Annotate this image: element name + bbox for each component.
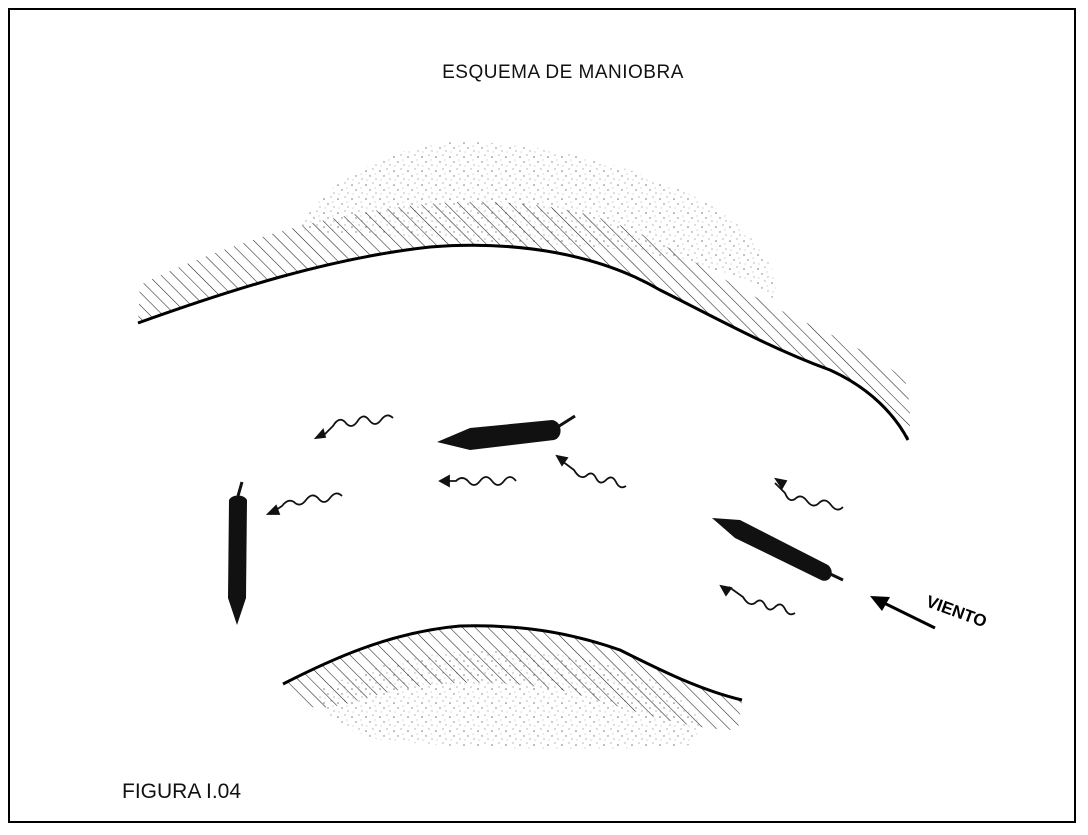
vessel-1 (437, 416, 575, 450)
upper-shore (138, 142, 910, 440)
wave-arrow-3 (557, 456, 626, 487)
lower-shore (283, 626, 742, 749)
wave-arrow-6 (721, 586, 795, 614)
figure-caption: FIGURA I.04 (122, 780, 241, 804)
vessel-3 (712, 518, 843, 581)
wave-arrow-1 (316, 415, 393, 438)
wind-label: VIENTO (924, 592, 990, 631)
upper-shore-hatching (138, 202, 910, 440)
wave-arrow-5 (775, 479, 843, 510)
wind-arrow (870, 596, 935, 628)
vessel-2 (228, 482, 247, 625)
wave-arrow-4 (268, 493, 342, 514)
wave-arrow-2 (440, 476, 516, 486)
